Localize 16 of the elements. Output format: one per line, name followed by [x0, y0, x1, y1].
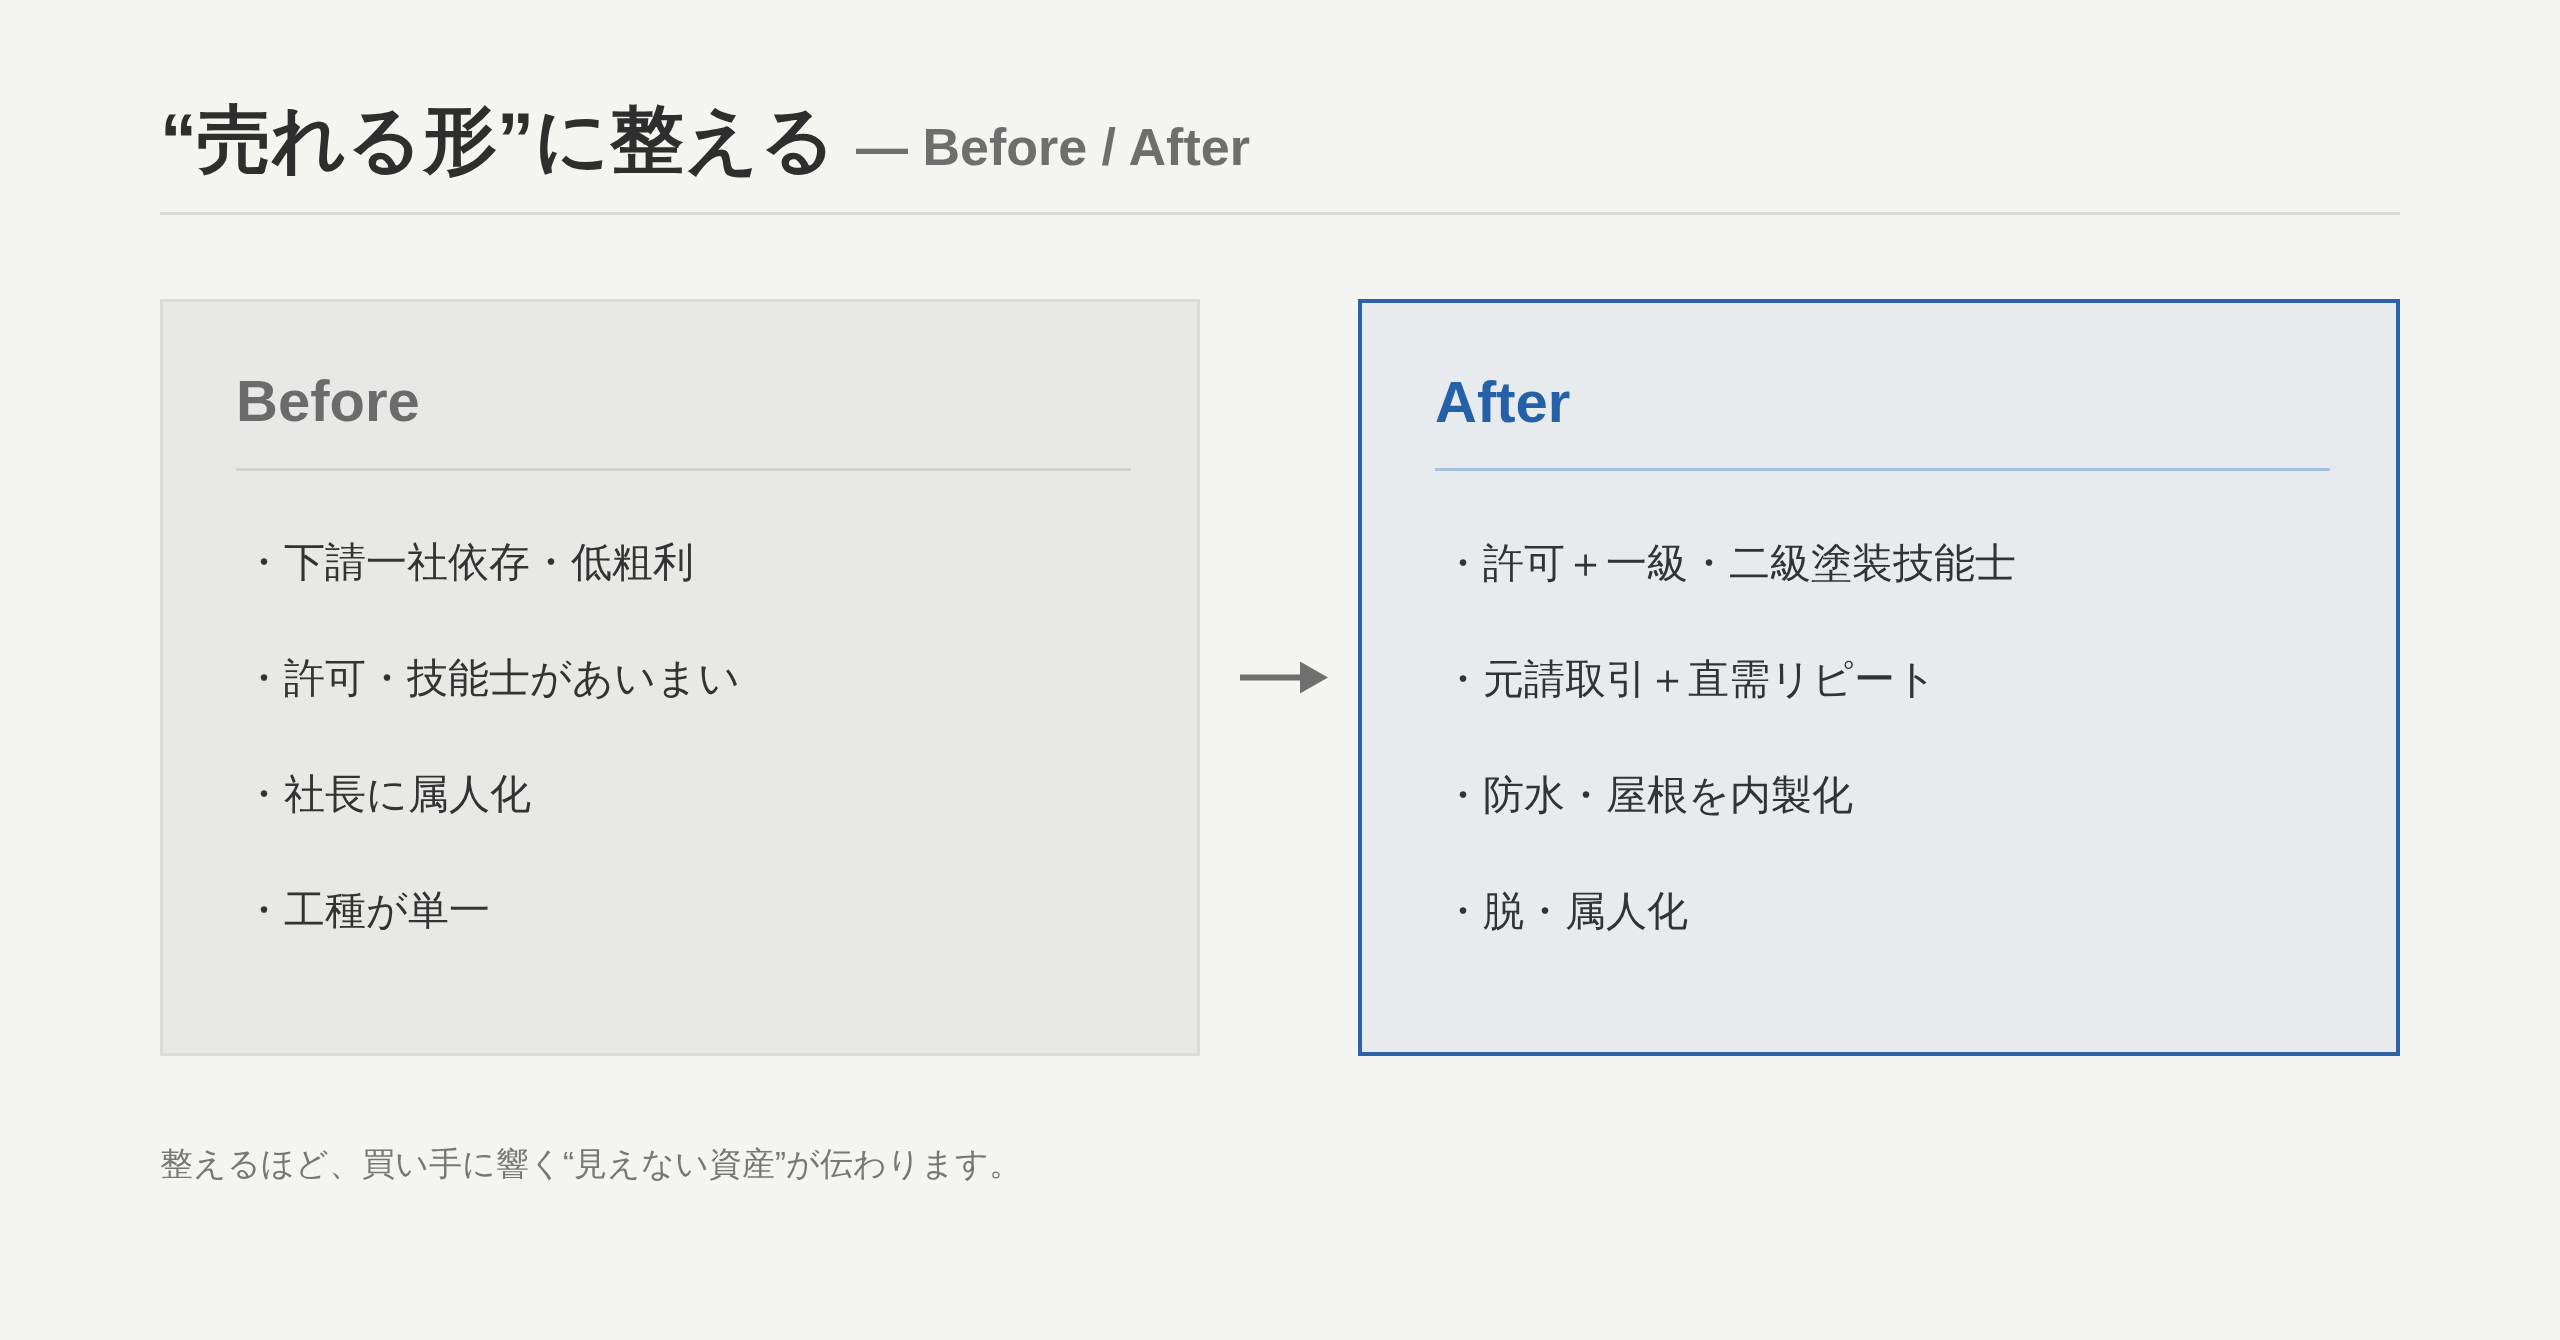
- arrow: [1240, 661, 1328, 694]
- list-item: ・許可・技能士があいまい: [243, 654, 740, 703]
- panel-heading: Before: [236, 367, 420, 435]
- comparison-panel: [1358, 299, 2400, 1056]
- panel-heading: After: [1435, 368, 1571, 436]
- comparison-panel: [160, 299, 1200, 1056]
- list-item: ・許可＋一級・二級塗装技能士: [1442, 539, 2016, 588]
- title: “売れる形”に整える: [160, 97, 836, 183]
- list-item: ・下請一社依存・低粗利: [243, 538, 694, 587]
- caption: 整えるほど、買い手に響く“見えない資産”が伝わります。: [160, 1144, 1022, 1184]
- list-item: ・脱・属人化: [1442, 887, 1688, 936]
- list-item: ・社長に属人化: [243, 770, 531, 819]
- list-item: ・工種が単一: [243, 886, 490, 935]
- list-item: ・防水・屋根を内製化: [1442, 771, 1853, 820]
- subtitle: — Before / After: [856, 117, 1250, 178]
- list-item: ・元請取引＋直需リピート: [1442, 655, 1937, 704]
